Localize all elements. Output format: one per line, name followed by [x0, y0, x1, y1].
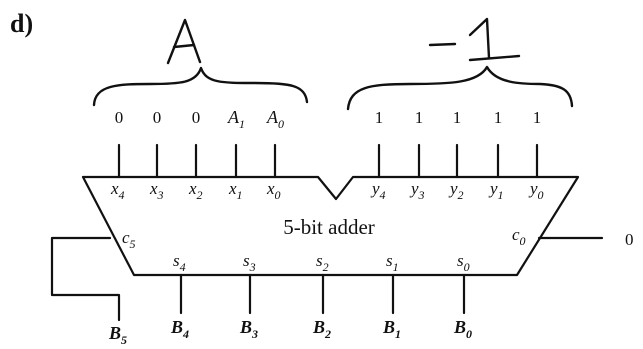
c0-value: 0	[625, 230, 634, 249]
y0-port: y0	[528, 179, 544, 202]
handwritten-a	[166, 18, 202, 65]
s4-port: s4	[173, 251, 186, 274]
x3-value: 0	[153, 108, 162, 127]
sum-outputs: s4 s3 s2 s1 s0 B4 B3 B2 B1 B0	[170, 251, 472, 341]
c0-port: c0	[512, 225, 526, 248]
right-brace	[346, 65, 574, 111]
x4-value: 0	[115, 108, 124, 127]
c5-port: c5	[122, 228, 136, 251]
x-inputs: 0 0 0 A1 A0 x4 x3 x2 x1 x0	[110, 107, 284, 202]
s0-port: s0	[457, 251, 470, 274]
x0-value: A0	[266, 107, 284, 131]
panel-label: d)	[10, 9, 33, 38]
left-brace	[92, 66, 309, 107]
b3-output: B3	[239, 317, 258, 341]
y1-value: 1	[494, 108, 503, 127]
y3-port: y3	[409, 179, 425, 202]
y-inputs: 1 1 1 1 1 y4 y3 y2 y1 y0	[370, 108, 544, 202]
x0-port: x0	[266, 179, 281, 202]
x2-value: 0	[192, 108, 201, 127]
b0-output: B0	[453, 317, 472, 341]
carry-in: c0 0	[512, 225, 634, 249]
y4-port: y4	[370, 179, 386, 202]
y1-port: y1	[488, 179, 504, 202]
s1-port: s1	[386, 251, 399, 274]
x1-value: A1	[227, 107, 245, 131]
y0-value: 1	[533, 108, 542, 127]
s2-port: s2	[316, 251, 329, 274]
y4-value: 1	[375, 108, 384, 127]
x3-port: x3	[149, 179, 164, 202]
carry-out: c5 B5	[50, 228, 136, 347]
b5-output: B5	[108, 323, 127, 347]
y2-port: y2	[448, 179, 464, 202]
x1-port: x1	[228, 179, 243, 202]
y3-value: 1	[415, 108, 424, 127]
handwritten-minus-one	[428, 17, 521, 62]
adder-label: 5-bit adder	[283, 215, 375, 239]
x4-port: x4	[110, 179, 125, 202]
b2-output: B2	[312, 317, 331, 341]
s3-port: s3	[243, 251, 256, 274]
y2-value: 1	[453, 108, 462, 127]
adder-body	[81, 175, 580, 277]
b4-output: B4	[170, 317, 189, 341]
x2-port: x2	[188, 179, 203, 202]
b1-output: B1	[382, 317, 401, 341]
